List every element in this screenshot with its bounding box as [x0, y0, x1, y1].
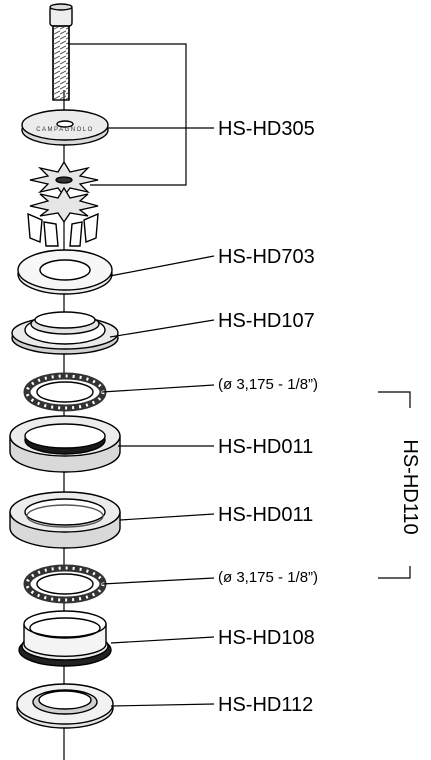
label-ball-size-bottom: (ø 3,175 - 1/8”) [218, 569, 319, 586]
ball-bearing-bottom [23, 564, 107, 604]
compression-ring [27, 212, 99, 247]
label-hs-hd011-lower: HS-HD011 [218, 504, 314, 526]
ball-bearing-top [23, 372, 107, 412]
cup-lower [9, 491, 121, 549]
cup-upper [9, 415, 121, 473]
cap-engraving: CAMPAGNOLO [36, 127, 94, 133]
group-label-hs-hd110: HS-HD110 [399, 439, 421, 535]
bolt [49, 3, 73, 101]
label-ball-size-top: (ø 3,175 - 1/8”) [218, 376, 319, 393]
top-cap: CAMPAGNOLO [21, 109, 109, 146]
leader-lines [68, 43, 411, 707]
star-nut [29, 160, 99, 224]
label-hs-hd112: HS-HD112 [218, 694, 314, 716]
top-cover [11, 311, 119, 355]
label-hs-hd305: HS-HD305 [218, 118, 315, 140]
label-hs-hd703: HS-HD703 [218, 246, 315, 268]
label-hs-hd107: HS-HD107 [218, 310, 315, 332]
label-hs-hd011-upper: HS-HD011 [218, 436, 314, 458]
label-hs-hd108: HS-HD108 [218, 627, 315, 649]
race [18, 610, 112, 667]
spacer-ring [17, 249, 113, 295]
crown-race [16, 683, 114, 729]
